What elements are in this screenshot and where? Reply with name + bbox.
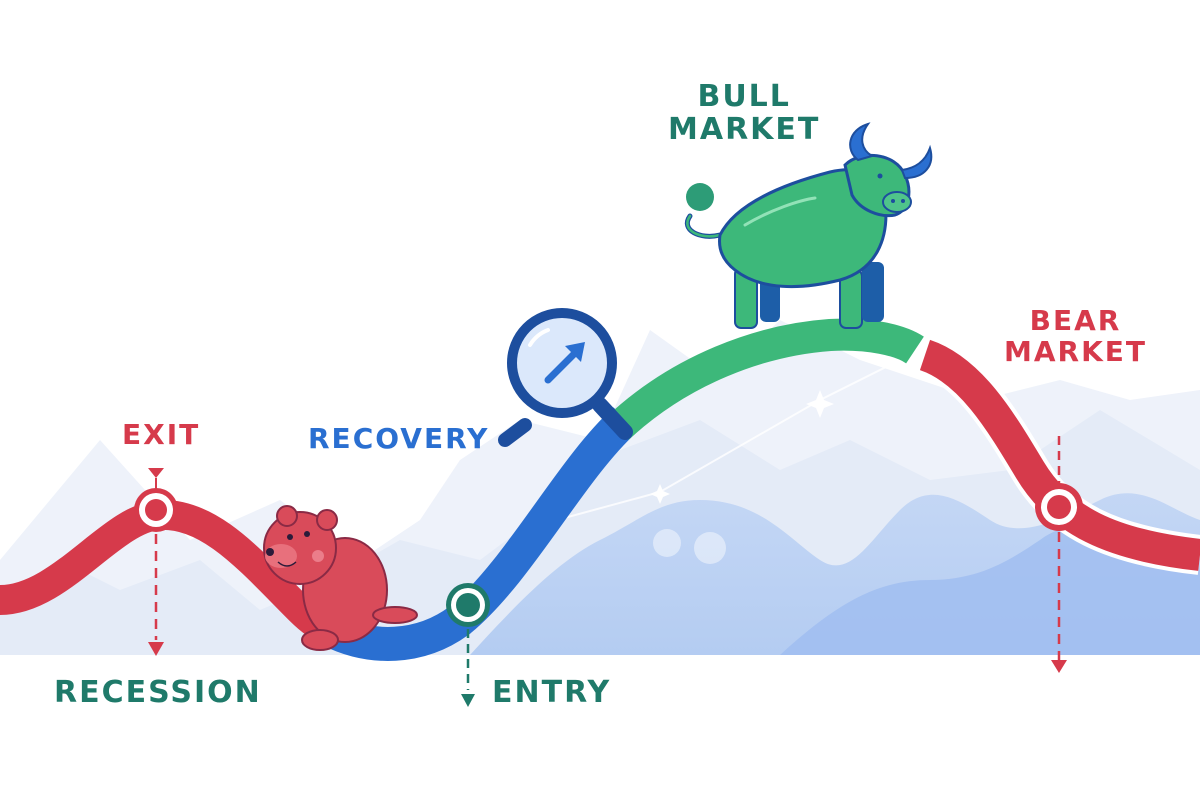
bear-market-label-line1: BEAR bbox=[1029, 304, 1122, 337]
recovery-label: RECOVERY bbox=[308, 422, 490, 455]
bear-market-label: BEAR MARKET bbox=[1004, 304, 1148, 368]
bull-market-label-line1: BULL bbox=[697, 79, 791, 114]
exit-label: EXIT bbox=[122, 418, 201, 451]
bull-segment bbox=[607, 318, 924, 440]
bull-market-label: BULL MARKET bbox=[668, 80, 820, 146]
bull-market-label-line2: MARKET bbox=[668, 112, 821, 147]
entry-marker bbox=[446, 583, 490, 707]
recession-label: RECESSION bbox=[54, 675, 262, 710]
bear-market-label-line2: MARKET bbox=[1004, 334, 1148, 368]
bear-exit-marker bbox=[1035, 436, 1083, 673]
entry-label: ENTRY bbox=[492, 675, 612, 710]
bull-mascot-icon bbox=[685, 122, 933, 329]
magnifier-uptrend-icon bbox=[498, 308, 633, 447]
bear-mascot-icon bbox=[263, 505, 418, 651]
exit-marker bbox=[134, 468, 178, 656]
